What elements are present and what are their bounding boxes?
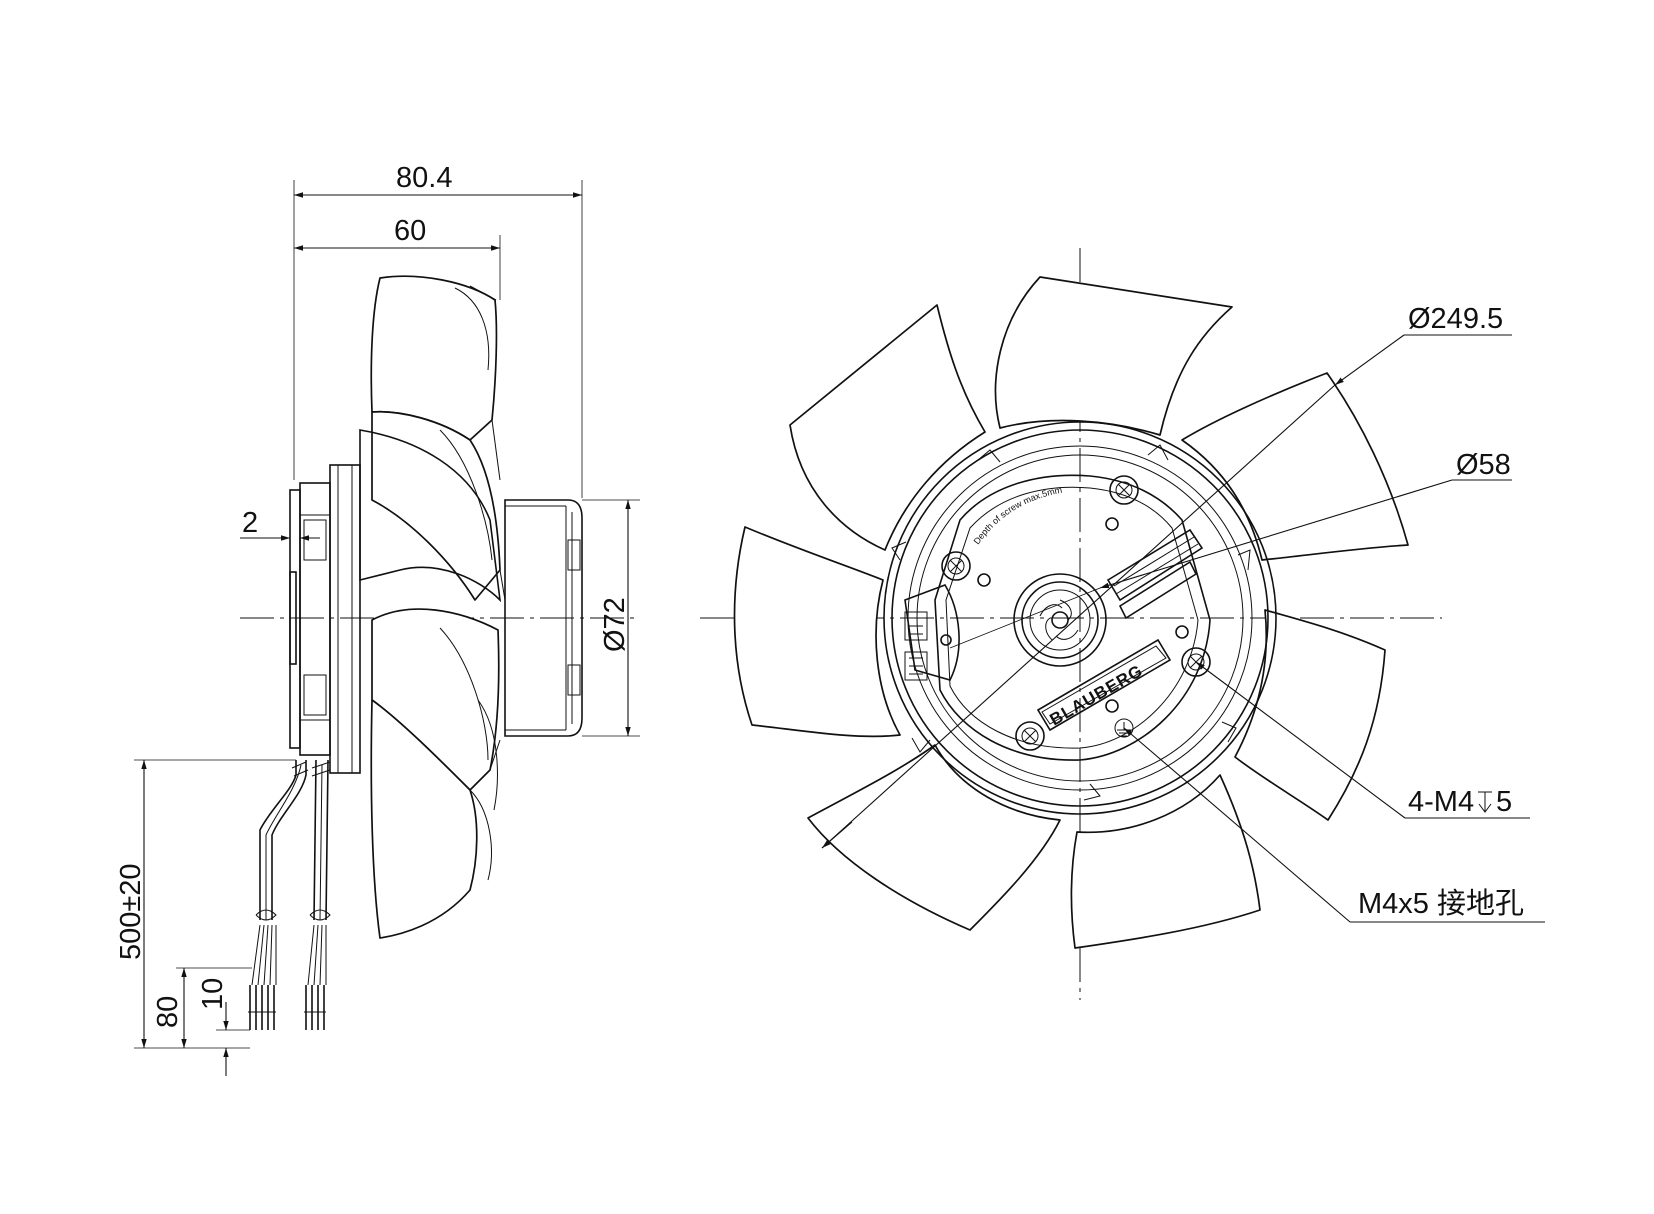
screw-note: Depth of screw max.5mm bbox=[972, 485, 1063, 546]
connector-boss bbox=[289, 571, 297, 665]
impeller-diameter-label: Ø249.5 bbox=[1408, 303, 1503, 335]
hub-diameter-label: Ø58 bbox=[1456, 449, 1511, 481]
strip-length-label: 80 bbox=[152, 996, 184, 1028]
ground-hole-label: M4x5 接地孔 bbox=[1358, 887, 1524, 920]
depth-symbol-icon bbox=[1478, 791, 1492, 813]
front-view: Depth of screw max.5mm bbox=[700, 248, 1545, 1000]
side-blades bbox=[359, 275, 506, 939]
overall-depth-label: 80.4 bbox=[396, 162, 452, 194]
blade-roots bbox=[891, 444, 1251, 801]
dim-strip-length bbox=[176, 967, 252, 1048]
mounting-depth-label: 5 bbox=[1496, 786, 1512, 818]
dim-overall-depth bbox=[293, 180, 583, 498]
dim-motor-diameter bbox=[582, 499, 640, 737]
cables bbox=[248, 759, 331, 1030]
dim-blade-depth bbox=[294, 235, 501, 300]
side-view: 80.4 60 2 Ø72 500±20 bbox=[115, 162, 640, 1076]
leader-impeller-diameter bbox=[821, 334, 1512, 849]
dim-cable-length bbox=[134, 759, 296, 1049]
cable-length-label: 500±20 bbox=[115, 863, 147, 960]
motor-plate bbox=[934, 474, 1211, 761]
mounting-screw-left bbox=[941, 551, 971, 581]
dim-conductor-strip bbox=[216, 1002, 250, 1076]
brand-text: BLAUBERG bbox=[1047, 661, 1147, 730]
wire-channel bbox=[1106, 528, 1204, 620]
impeller-ring-outer bbox=[883, 421, 1277, 815]
leader-mounting-holes bbox=[1195, 661, 1530, 819]
terminal-block bbox=[904, 584, 960, 681]
motor-diameter-label: Ø72 bbox=[599, 597, 631, 652]
flange-thickness-label: 2 bbox=[242, 507, 258, 539]
mounting-screw-top bbox=[1109, 475, 1139, 505]
central-hub bbox=[1013, 573, 1107, 667]
rear-flange bbox=[289, 464, 361, 774]
mounting-holes-label: 4-M4 bbox=[1408, 786, 1474, 818]
brand-plate bbox=[1036, 638, 1172, 732]
mounting-screw-bottom bbox=[1015, 721, 1045, 751]
leader-ground-hole bbox=[1123, 727, 1545, 923]
conductor-strip-label: 10 bbox=[197, 978, 229, 1010]
leader-hub-diameter bbox=[949, 479, 1512, 649]
impeller-ring-inner bbox=[891, 429, 1269, 807]
blade-depth-label: 60 bbox=[394, 215, 426, 247]
front-blades bbox=[733, 276, 1409, 949]
ground-hole-icon bbox=[1114, 718, 1134, 738]
motor-rotor bbox=[504, 499, 583, 737]
mounting-screws bbox=[940, 475, 1211, 751]
